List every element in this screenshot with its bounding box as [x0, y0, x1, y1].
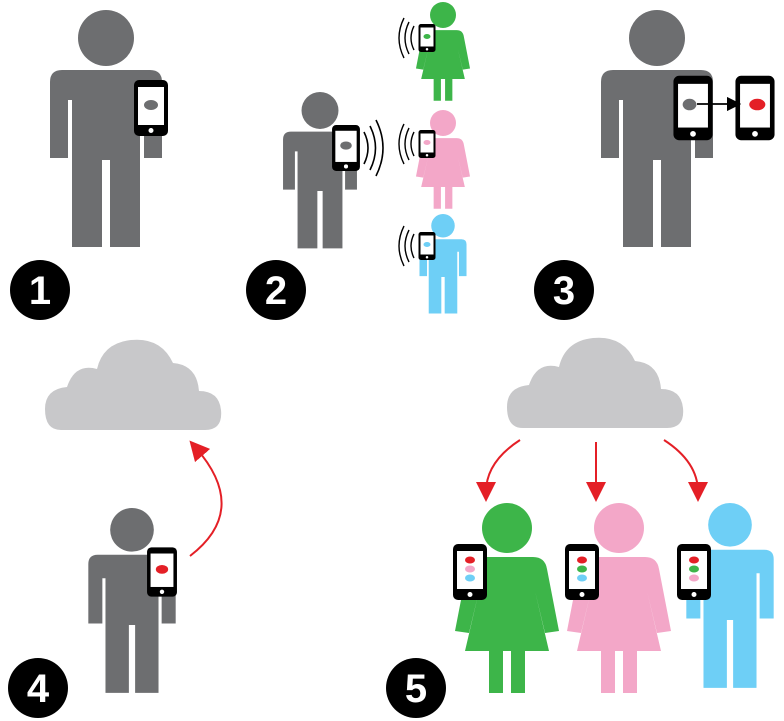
- panel-3: [601, 10, 775, 247]
- step-badge-2: 2: [246, 260, 306, 320]
- wireless-signal-icon: [398, 17, 415, 59]
- step-badge-1: 1: [10, 260, 70, 320]
- phone-icon: [332, 125, 360, 171]
- phone-icon: [418, 130, 436, 158]
- step-number: 4: [27, 667, 50, 711]
- phone-icon: [565, 544, 599, 600]
- step-number: 1: [29, 269, 51, 313]
- step-number: 2: [265, 269, 287, 313]
- wireless-signal-icon: [398, 225, 415, 267]
- panel-4: [45, 339, 223, 693]
- panel-5: [453, 337, 774, 693]
- data-dot-icon: [144, 100, 158, 110]
- cloud-icon: [507, 337, 684, 428]
- person-icon-pink: [415, 110, 471, 209]
- panel-1: [50, 10, 168, 247]
- download-arrow-icon: [476, 439, 521, 502]
- phone-icon: [418, 24, 436, 52]
- wireless-signal-icon: [398, 123, 415, 165]
- upload-arrow-icon: [189, 440, 223, 557]
- step-badge-4: 4: [8, 658, 68, 718]
- phone-icon: [147, 547, 177, 597]
- person-icon-blue: [419, 214, 467, 314]
- phone-icon: [673, 75, 713, 141]
- phone-icon: [735, 75, 775, 141]
- step-badge-3: 3: [534, 260, 594, 320]
- step-number: 5: [405, 667, 427, 711]
- person-icon: [88, 508, 176, 693]
- panel-2: [283, 2, 471, 314]
- step-badge-5: 5: [386, 658, 446, 718]
- phone-icon: [418, 232, 436, 260]
- phone-icon: [453, 544, 487, 600]
- download-arrow-icon: [663, 439, 708, 502]
- cloud-icon: [45, 339, 222, 430]
- wireless-signal-icon: [363, 119, 384, 177]
- phone-icon: [677, 544, 711, 600]
- phone-icon: [134, 80, 168, 136]
- step-number: 3: [553, 269, 575, 313]
